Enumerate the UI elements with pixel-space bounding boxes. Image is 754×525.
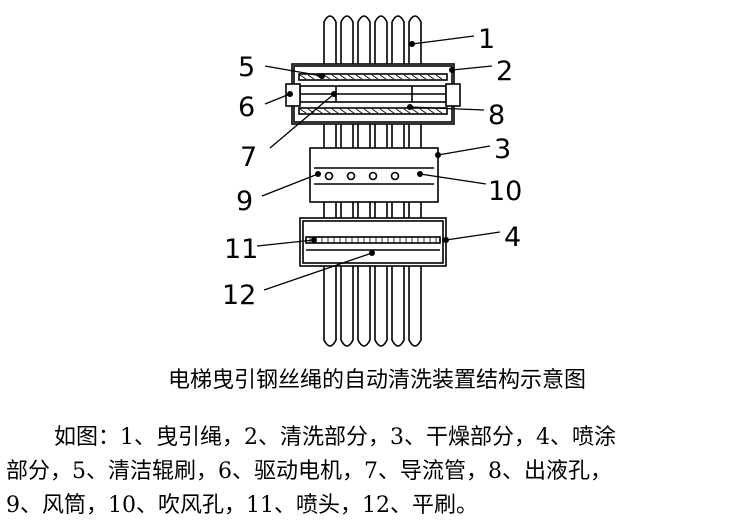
leader-lines <box>256 35 501 291</box>
cleaning-section <box>285 63 461 125</box>
blow-hole <box>368 171 378 181</box>
figure-description: 如图：1、曳引绳，2、清洗部分，3、干燥部分，4、喷涂 部分，5、清洁辊刷，6、… <box>6 421 748 523</box>
description-line-1: 如图：1、曳引绳，2、清洗部分，3、干燥部分，4、喷涂 <box>54 425 616 450</box>
label-1: 1 <box>478 24 495 55</box>
description-line-3: 9、风筒，10、吹风孔，11、喷头，12、平刷。 <box>6 493 478 518</box>
label-12: 12 <box>222 280 256 311</box>
spraying-section <box>299 217 447 267</box>
rope-1 <box>323 15 337 347</box>
figure-caption: 电梯曳引钢丝绳的自动清洗装置结构示意图 <box>167 368 586 393</box>
rope-6 <box>408 15 422 347</box>
drying-section <box>309 147 439 203</box>
cleaning-roller-brush <box>298 73 448 81</box>
description-line-2: 部分，5、清洁辊刷，6、驱动电机，7、导流管，8、出液孔， <box>6 459 612 484</box>
traction-ropes <box>323 15 422 347</box>
rope-5 <box>391 15 405 347</box>
leader-dots <box>287 41 455 256</box>
nozzle-bar <box>305 236 441 244</box>
label-4: 4 <box>504 222 521 253</box>
label-3: 3 <box>494 134 511 165</box>
label-7: 7 <box>240 142 257 173</box>
label-9: 9 <box>236 186 253 217</box>
blow-hole <box>390 171 400 181</box>
rope-4 <box>374 15 388 347</box>
drive-motor-right <box>445 83 461 107</box>
rope-3 <box>357 15 371 347</box>
rope-2 <box>340 15 354 347</box>
label-6: 6 <box>238 92 255 123</box>
blow-hole <box>324 171 334 181</box>
label-10: 10 <box>488 176 522 207</box>
label-2: 2 <box>496 56 513 87</box>
label-11: 11 <box>224 234 258 265</box>
blow-hole <box>346 171 356 181</box>
structure-diagram: 1 2 3 4 5 6 7 8 9 10 11 12 <box>222 15 522 347</box>
label-5: 5 <box>238 52 255 83</box>
label-8: 8 <box>488 100 505 131</box>
